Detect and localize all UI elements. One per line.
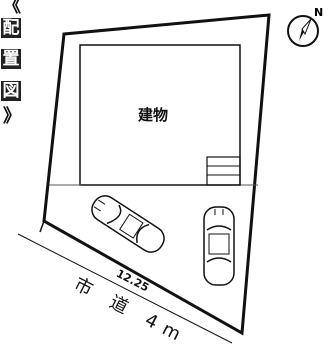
entrance-steps	[206, 156, 241, 186]
title-char-2: 置	[1, 49, 21, 69]
road-edge	[17, 233, 233, 344]
title-open-bracket: 《	[3, 0, 21, 17]
building-label: 建物	[138, 106, 169, 124]
lot-corner-edge	[39, 220, 45, 233]
parked-car-vertical	[203, 206, 235, 286]
title-char-3: 図	[1, 81, 21, 101]
parked-car-angled	[91, 195, 165, 253]
building-outline	[79, 44, 241, 186]
title-close-bracket: 》	[3, 106, 21, 127]
north-arrow-icon: N	[287, 6, 323, 47]
title-char-1: 配	[1, 18, 21, 38]
north-label: N	[314, 6, 323, 19]
lot-boundary	[42, 13, 271, 336]
plan-title: 《 配 置 図 》	[0, 0, 22, 136]
